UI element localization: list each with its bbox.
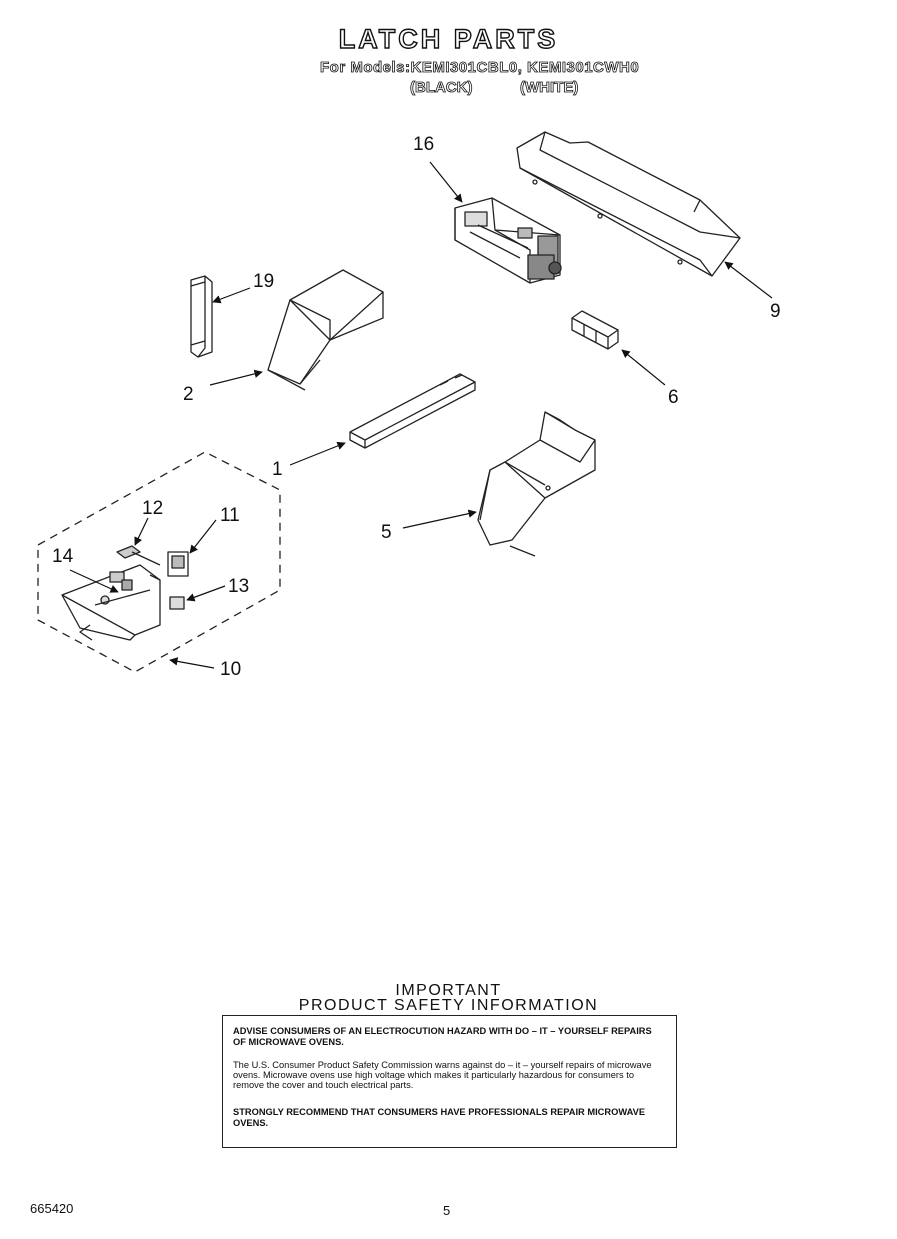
part-10-switch-bracket <box>61 564 161 641</box>
callout-13: 13 <box>228 576 250 597</box>
part-12-switch <box>116 545 161 566</box>
callout-19: 19 <box>253 271 275 292</box>
safety-recommend-text: STRONGLY RECOMMEND THAT CONSUMERS HAVE P… <box>233 1107 646 1128</box>
page-number: 5 <box>443 1203 451 1218</box>
part-6-block <box>571 310 619 350</box>
part-13-switch <box>169 596 185 610</box>
variant-white: (WHITE) <box>520 79 579 97</box>
safety-heading-important: IMPORTANT <box>395 982 502 999</box>
safety-advise-text: ADVISE CONSUMERS OF AN ELECTROCUTION HAZ… <box>233 1026 652 1047</box>
safety-heading-info: PRODUCT SAFETY INFORMATION <box>298 997 599 1014</box>
part-2-housing <box>267 269 384 391</box>
callout-5: 5 <box>381 522 392 543</box>
callout-6: 6 <box>668 387 679 408</box>
part-1-rail <box>349 373 476 449</box>
callout-12: 12 <box>142 498 164 519</box>
callout-2: 2 <box>183 384 194 405</box>
callout-10: 10 <box>220 659 242 680</box>
variant-black: (BLACK) <box>410 79 473 97</box>
part-5-folded-bracket <box>477 411 596 557</box>
safety-notice-box: ADVISE CONSUMERS OF AN ELECTROCUTION HAZ… <box>222 1015 677 1148</box>
part-10-boundary <box>37 451 281 673</box>
callout-16: 16 <box>413 134 435 155</box>
part-16-latch-assembly <box>454 197 562 284</box>
callout-9: 9 <box>770 301 781 322</box>
callout-14: 14 <box>52 546 74 567</box>
callout-11: 11 <box>220 505 240 526</box>
models-line: For Models:KEMI301CBL0, KEMI301CWH0 <box>320 59 640 77</box>
page-title: LATCH PARTS <box>338 23 559 54</box>
safety-body-text: The U.S. Consumer Product Safety Commiss… <box>233 1060 652 1090</box>
callout-1: 1 <box>272 459 283 480</box>
doc-number: 665420 <box>30 1201 74 1216</box>
part-11-switch <box>167 551 189 577</box>
leader-lines <box>69 161 773 669</box>
part-19-plate <box>190 275 213 358</box>
part-9-bracket <box>516 131 741 277</box>
